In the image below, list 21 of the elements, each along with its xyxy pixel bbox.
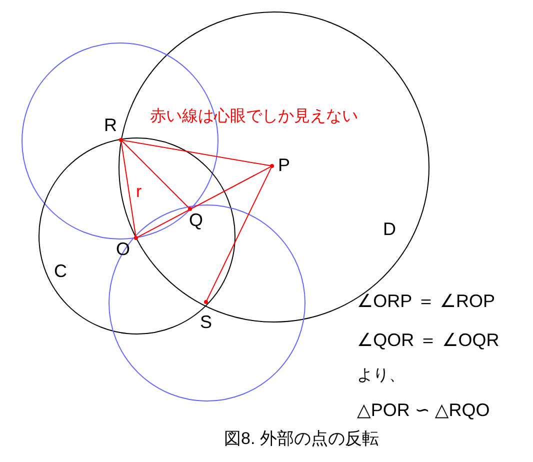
line-segment <box>122 140 271 166</box>
point-dot <box>119 138 123 142</box>
line-segment <box>120 141 136 237</box>
equation-text: △POR ∽ △RQO <box>357 401 490 419</box>
equation-text: ∠QOR ＝ ∠OQR <box>357 331 500 349</box>
caption: 図8. 外部の点の反転 <box>224 430 379 447</box>
point-dot <box>134 236 138 240</box>
point-label: R <box>104 116 117 134</box>
point-label: S <box>200 313 212 331</box>
circle-label: C <box>54 262 67 280</box>
point-label: Q <box>189 211 204 229</box>
circle-label: D <box>383 220 396 238</box>
note-text: より、 <box>357 368 405 384</box>
line-segment <box>206 167 272 301</box>
point-label: P <box>278 156 290 174</box>
point-dot <box>188 207 192 211</box>
equation-text: ∠ORP ＝ ∠ROP <box>357 292 495 310</box>
line-segment <box>122 140 190 208</box>
line-segment <box>137 166 271 238</box>
point-dot <box>204 300 208 304</box>
point-dot <box>270 164 274 168</box>
